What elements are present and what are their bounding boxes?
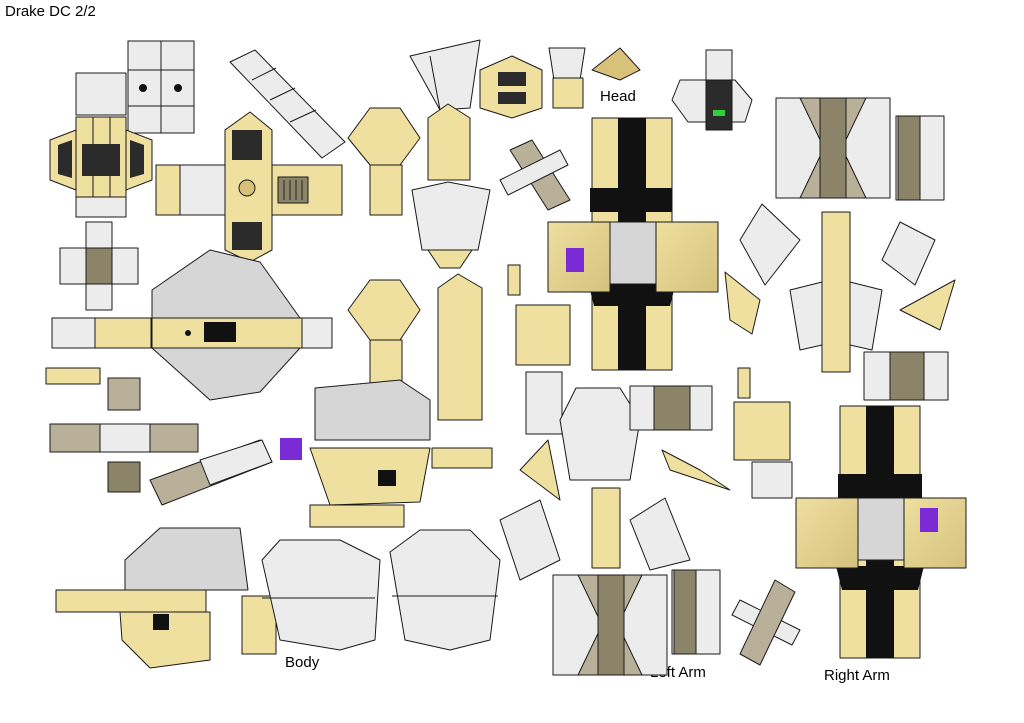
part-khaki-block (863, 351, 949, 401)
part-curved-strip (229, 49, 346, 159)
part-leg-upper (347, 39, 491, 269)
head-label: Head (600, 88, 636, 105)
part-body-plate-left (261, 539, 381, 651)
part-spine-center (547, 117, 719, 371)
part-small-tab-left (45, 367, 101, 385)
part-hip-strip (51, 249, 333, 401)
part-head-shell (479, 47, 753, 131)
sheet-title: Drake DC 2/2 (5, 3, 96, 20)
part-left-arm-frame (552, 569, 721, 676)
part-mid-center (507, 264, 571, 435)
part-cross-diag-right (731, 579, 801, 666)
part-upper-box-cross (49, 40, 195, 218)
part-cross-diag-lower (149, 439, 273, 506)
body-label: Body (285, 654, 320, 671)
part-cross-diag-upper (499, 139, 571, 211)
part-cockpit-center (280, 379, 493, 528)
part-left-arm-box (629, 385, 713, 431)
part-right-arm-spine (795, 405, 967, 659)
part-box-cross-lower-left (49, 377, 199, 493)
part-frame-box-top (775, 97, 945, 201)
part-body-lower-left (55, 527, 277, 669)
part-left-arm-upper (499, 387, 731, 581)
part-body-plate-right (389, 529, 501, 651)
right-arm-label: Right Arm (824, 667, 890, 684)
part-fan-upper-right (724, 203, 956, 373)
part-right-arm-small (733, 367, 793, 499)
part-torso-front (155, 111, 343, 263)
part-box-cross-left (59, 221, 139, 311)
